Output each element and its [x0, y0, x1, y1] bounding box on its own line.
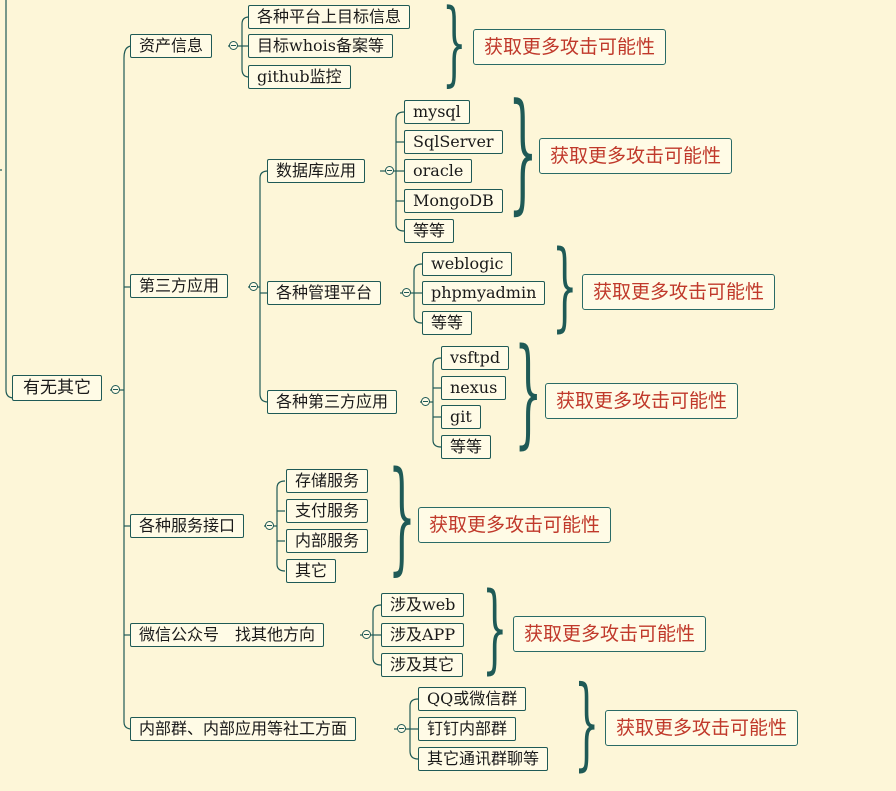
- leaf-dingtalk-group[interactable]: 钉钉内部群: [418, 717, 517, 741]
- leaf-app[interactable]: 涉及APP: [381, 623, 465, 647]
- group-third-apps[interactable]: 各种第三方应用: [267, 390, 398, 414]
- leaf-other-chat-group[interactable]: 其它通讯群聊等: [418, 747, 549, 771]
- leaf-nexus[interactable]: nexus: [441, 376, 507, 400]
- leaf-github[interactable]: github监控: [248, 65, 351, 89]
- leaf-web[interactable]: 涉及web: [381, 593, 465, 617]
- leaf-qq-wechat-group[interactable]: QQ或微信群: [418, 687, 527, 711]
- collapse-toggle-third-party[interactable]: [249, 282, 258, 291]
- leaf-database-etc[interactable]: 等等: [404, 219, 455, 243]
- brace-assets: }: [442, 0, 467, 96]
- brace-database: }: [508, 75, 538, 227]
- brace-third-apps: }: [514, 322, 543, 460]
- group-database[interactable]: 数据库应用: [267, 159, 366, 183]
- result-assets[interactable]: 获取更多攻击可能性: [473, 29, 667, 65]
- result-service[interactable]: 获取更多攻击可能性: [418, 507, 612, 543]
- result-admin[interactable]: 获取更多攻击可能性: [582, 274, 776, 310]
- leaf-storage[interactable]: 存储服务: [286, 469, 369, 493]
- leaf-sqlserver[interactable]: SqlServer: [404, 130, 503, 154]
- leaf-wechat-other[interactable]: 涉及其它: [381, 653, 464, 677]
- result-database[interactable]: 获取更多攻击可能性: [539, 138, 733, 174]
- branch-assets[interactable]: 资产信息: [130, 34, 213, 58]
- brace-internal: }: [574, 664, 600, 781]
- leaf-internal-service[interactable]: 内部服务: [286, 529, 369, 553]
- leaf-vsftpd[interactable]: vsftpd: [441, 346, 510, 370]
- leaf-oracle[interactable]: oracle: [404, 159, 473, 183]
- brace-wechat: }: [482, 572, 508, 684]
- leaf-git[interactable]: git: [441, 405, 481, 429]
- result-third-apps[interactable]: 获取更多攻击可能性: [545, 383, 739, 419]
- branch-service-interface[interactable]: 各种服务接口: [130, 514, 245, 538]
- leaf-phpmyadmin[interactable]: phpmyadmin: [422, 281, 546, 305]
- branch-third-party[interactable]: 第三方应用: [130, 274, 229, 298]
- collapse-toggle-assets[interactable]: [229, 41, 238, 50]
- leaf-payment[interactable]: 支付服务: [286, 499, 369, 523]
- collapse-toggle-wechat[interactable]: [362, 630, 371, 639]
- result-internal[interactable]: 获取更多攻击可能性: [605, 710, 799, 746]
- collapse-toggle-service[interactable]: [265, 521, 274, 530]
- collapse-toggle-root[interactable]: [111, 385, 120, 394]
- collapse-toggle-third-apps[interactable]: [421, 397, 430, 406]
- brace-service: }: [388, 445, 416, 587]
- branch-wechat[interactable]: 微信公众号 找其他方向: [130, 623, 325, 647]
- group-admin-platform[interactable]: 各种管理平台: [267, 281, 382, 305]
- branch-internal-group[interactable]: 内部群、内部应用等社工方面: [130, 717, 357, 741]
- root-node[interactable]: 有无其它: [12, 375, 102, 401]
- leaf-platform-target-info[interactable]: 各种平台上目标信息: [248, 5, 411, 29]
- collapse-toggle-internal[interactable]: [397, 724, 406, 733]
- leaf-mongodb[interactable]: MongoDB: [404, 189, 503, 213]
- brace-admin: }: [552, 230, 578, 342]
- leaf-mysql[interactable]: mysql: [404, 100, 470, 124]
- result-wechat[interactable]: 获取更多攻击可能性: [513, 616, 707, 652]
- leaf-service-other[interactable]: 其它: [286, 559, 337, 583]
- leaf-admin-etc[interactable]: 等等: [422, 311, 473, 335]
- collapse-toggle-database[interactable]: [385, 166, 394, 175]
- leaf-third-apps-etc[interactable]: 等等: [441, 435, 492, 459]
- leaf-whois[interactable]: 目标whois备案等: [248, 34, 393, 58]
- collapse-toggle-admin[interactable]: [402, 288, 411, 297]
- leaf-weblogic[interactable]: weblogic: [422, 252, 513, 276]
